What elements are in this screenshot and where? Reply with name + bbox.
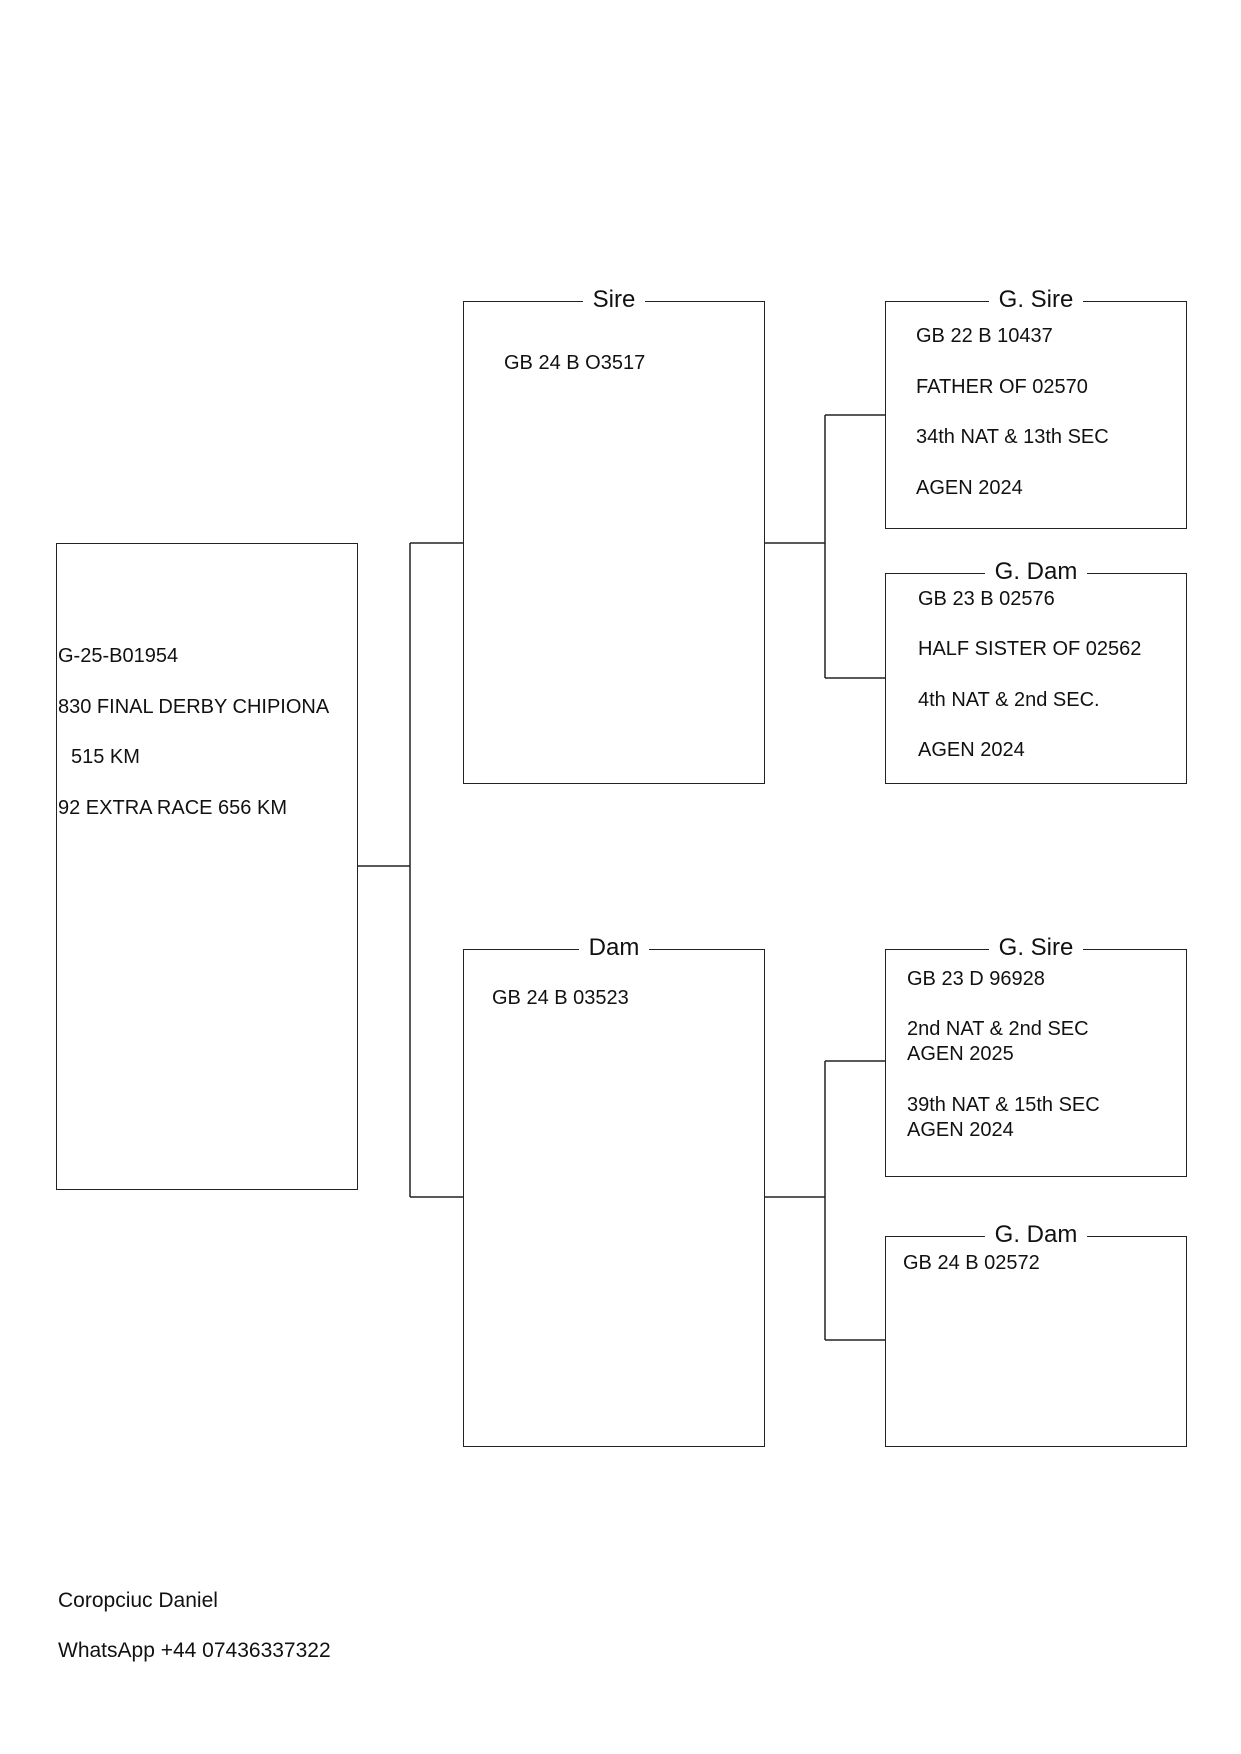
subject-result-2: 92 EXTRA RACE 656 KM xyxy=(58,797,287,819)
dam-dam-title: G. Dam xyxy=(984,1221,1088,1248)
sire-sire-title: G. Sire xyxy=(988,286,1084,313)
dam-sire-race-2: AGEN 2024 xyxy=(907,1119,1014,1141)
dam-sire-box: G. Sire GB 23 D 96928 2nd NAT & 2nd SEC … xyxy=(885,934,1187,1177)
dam-sire-title: G. Sire xyxy=(988,934,1084,961)
dam-sire-race-1: AGEN 2025 xyxy=(907,1043,1014,1065)
breeder-contact: WhatsApp +44 07436337322 xyxy=(58,1639,331,1662)
sire-sire-box: G. Sire GB 22 B 10437 FATHER OF 02570 34… xyxy=(885,286,1187,529)
subject-result-1: 830 FINAL DERBY CHIPIONA xyxy=(58,696,330,718)
subject-result-1-distance: 515 KM xyxy=(71,746,140,768)
sire-dam-race: AGEN 2024 xyxy=(918,739,1025,761)
sire-sire-ring-number: GB 22 B 10437 xyxy=(916,325,1053,347)
sire-dam-result: 4th NAT & 2nd SEC. xyxy=(918,689,1100,711)
sire-box: Sire GB 24 B O3517 xyxy=(463,286,765,784)
sire-sire-result: 34th NAT & 13th SEC xyxy=(916,426,1109,448)
sire-dam-box: G. Dam GB 23 B 02576 HALF SISTER OF 0256… xyxy=(885,558,1187,784)
sire-sire-note: FATHER OF 02570 xyxy=(916,376,1088,398)
dam-sire-ring-number: GB 23 D 96928 xyxy=(907,968,1045,990)
sire-sire-race: AGEN 2024 xyxy=(916,477,1023,499)
sire-dam-ring-number: GB 23 B 02576 xyxy=(918,588,1055,610)
sire-dam-note: HALF SISTER OF 02562 xyxy=(918,638,1142,660)
subject-box: G-25-B01954 830 FINAL DERBY CHIPIONA 515… xyxy=(56,543,358,1190)
sire-title: Sire xyxy=(582,286,646,313)
dam-dam-box: G. Dam GB 24 B 02572 xyxy=(885,1221,1187,1447)
dam-dam-ring-number: GB 24 B 02572 xyxy=(903,1252,1040,1274)
subject-ring-number: G-25-B01954 xyxy=(58,645,179,667)
sire-dam-title: G. Dam xyxy=(984,558,1088,585)
breeder-name: Coropciuc Daniel xyxy=(58,1589,218,1612)
dam-box: Dam GB 24 B 03523 xyxy=(463,934,765,1447)
sire-ring-number: GB 24 B O3517 xyxy=(504,352,646,374)
dam-title: Dam xyxy=(578,934,650,961)
dam-sire-result-1: 2nd NAT & 2nd SEC xyxy=(907,1018,1089,1040)
dam-sire-result-2: 39th NAT & 15th SEC xyxy=(907,1094,1100,1116)
dam-ring-number: GB 24 B 03523 xyxy=(492,987,629,1009)
